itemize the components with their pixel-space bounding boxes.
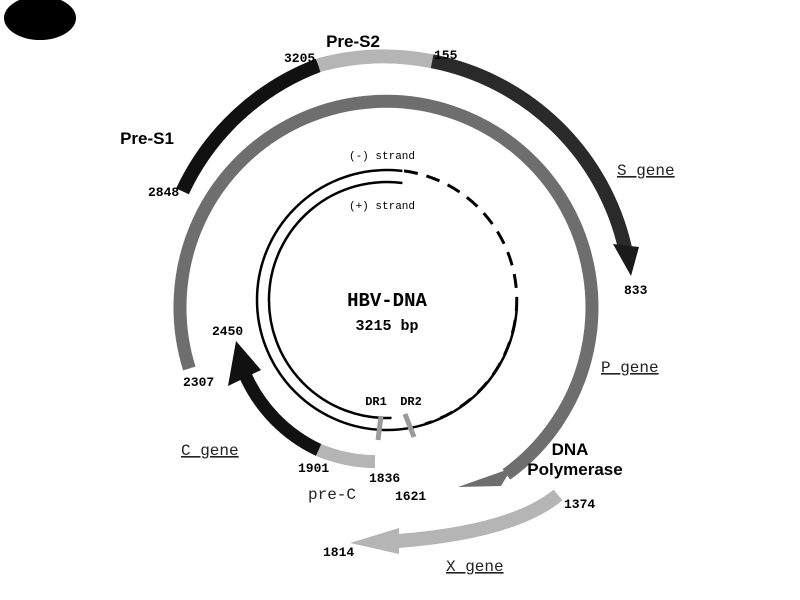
x-gene-arc (397, 489, 563, 548)
pre-c-arc (316, 443, 376, 469)
center-size: 3215 bp (355, 318, 418, 335)
pos-1374: 1374 (564, 497, 595, 512)
x-gene-label: X gene (446, 558, 504, 576)
pre-c-label: pre-C (308, 486, 356, 504)
corner-mark (4, 0, 76, 40)
p-gene-label: P gene (601, 359, 659, 377)
s-gene-arc (430, 54, 632, 250)
dna-polymerase-label-line2: Polymerase (527, 460, 622, 479)
pos-1836: 1836 (369, 471, 400, 486)
pre-s1-label: Pre-S1 (120, 129, 174, 148)
dr2-mark (402, 413, 417, 438)
c-gene-arrowhead (228, 341, 261, 386)
pos-833: 833 (624, 283, 648, 298)
s-gene-label: S gene (617, 162, 675, 180)
pos-1814: 1814 (323, 545, 354, 560)
pos-2307: 2307 (183, 375, 214, 390)
pre-s2-arc (316, 49, 434, 73)
c-gene-arc (238, 370, 322, 456)
pre-s1-arc (176, 58, 321, 195)
dr1-label: DR1 (365, 395, 387, 409)
pos-3205: 3205 (284, 51, 315, 66)
pos-1901: 1901 (298, 461, 329, 476)
c-gene-label: C gene (181, 442, 239, 460)
s-gene-arrowhead (613, 244, 639, 276)
dna-polymerase-label-line1: DNA (552, 440, 589, 459)
p-gene-arc (173, 94, 599, 480)
plus-strand-dashed (403, 169, 519, 426)
plus-strand-solid (267, 180, 403, 420)
minus-strand-label: (-) strand (349, 151, 415, 163)
pos-1621: 1621 (395, 489, 426, 504)
pos-2848: 2848 (148, 185, 179, 200)
plus-strand-label: (+) strand (349, 201, 415, 213)
dr2-label: DR2 (400, 395, 422, 409)
p-gene-arrowhead (458, 468, 512, 487)
dr1-mark (375, 415, 384, 441)
x-gene-arrowhead (350, 528, 399, 554)
center-title: HBV-DNA (347, 290, 427, 312)
pos-155: 155 (434, 48, 458, 63)
pre-s2-label: Pre-S2 (326, 32, 380, 51)
pos-2450: 2450 (212, 324, 243, 339)
